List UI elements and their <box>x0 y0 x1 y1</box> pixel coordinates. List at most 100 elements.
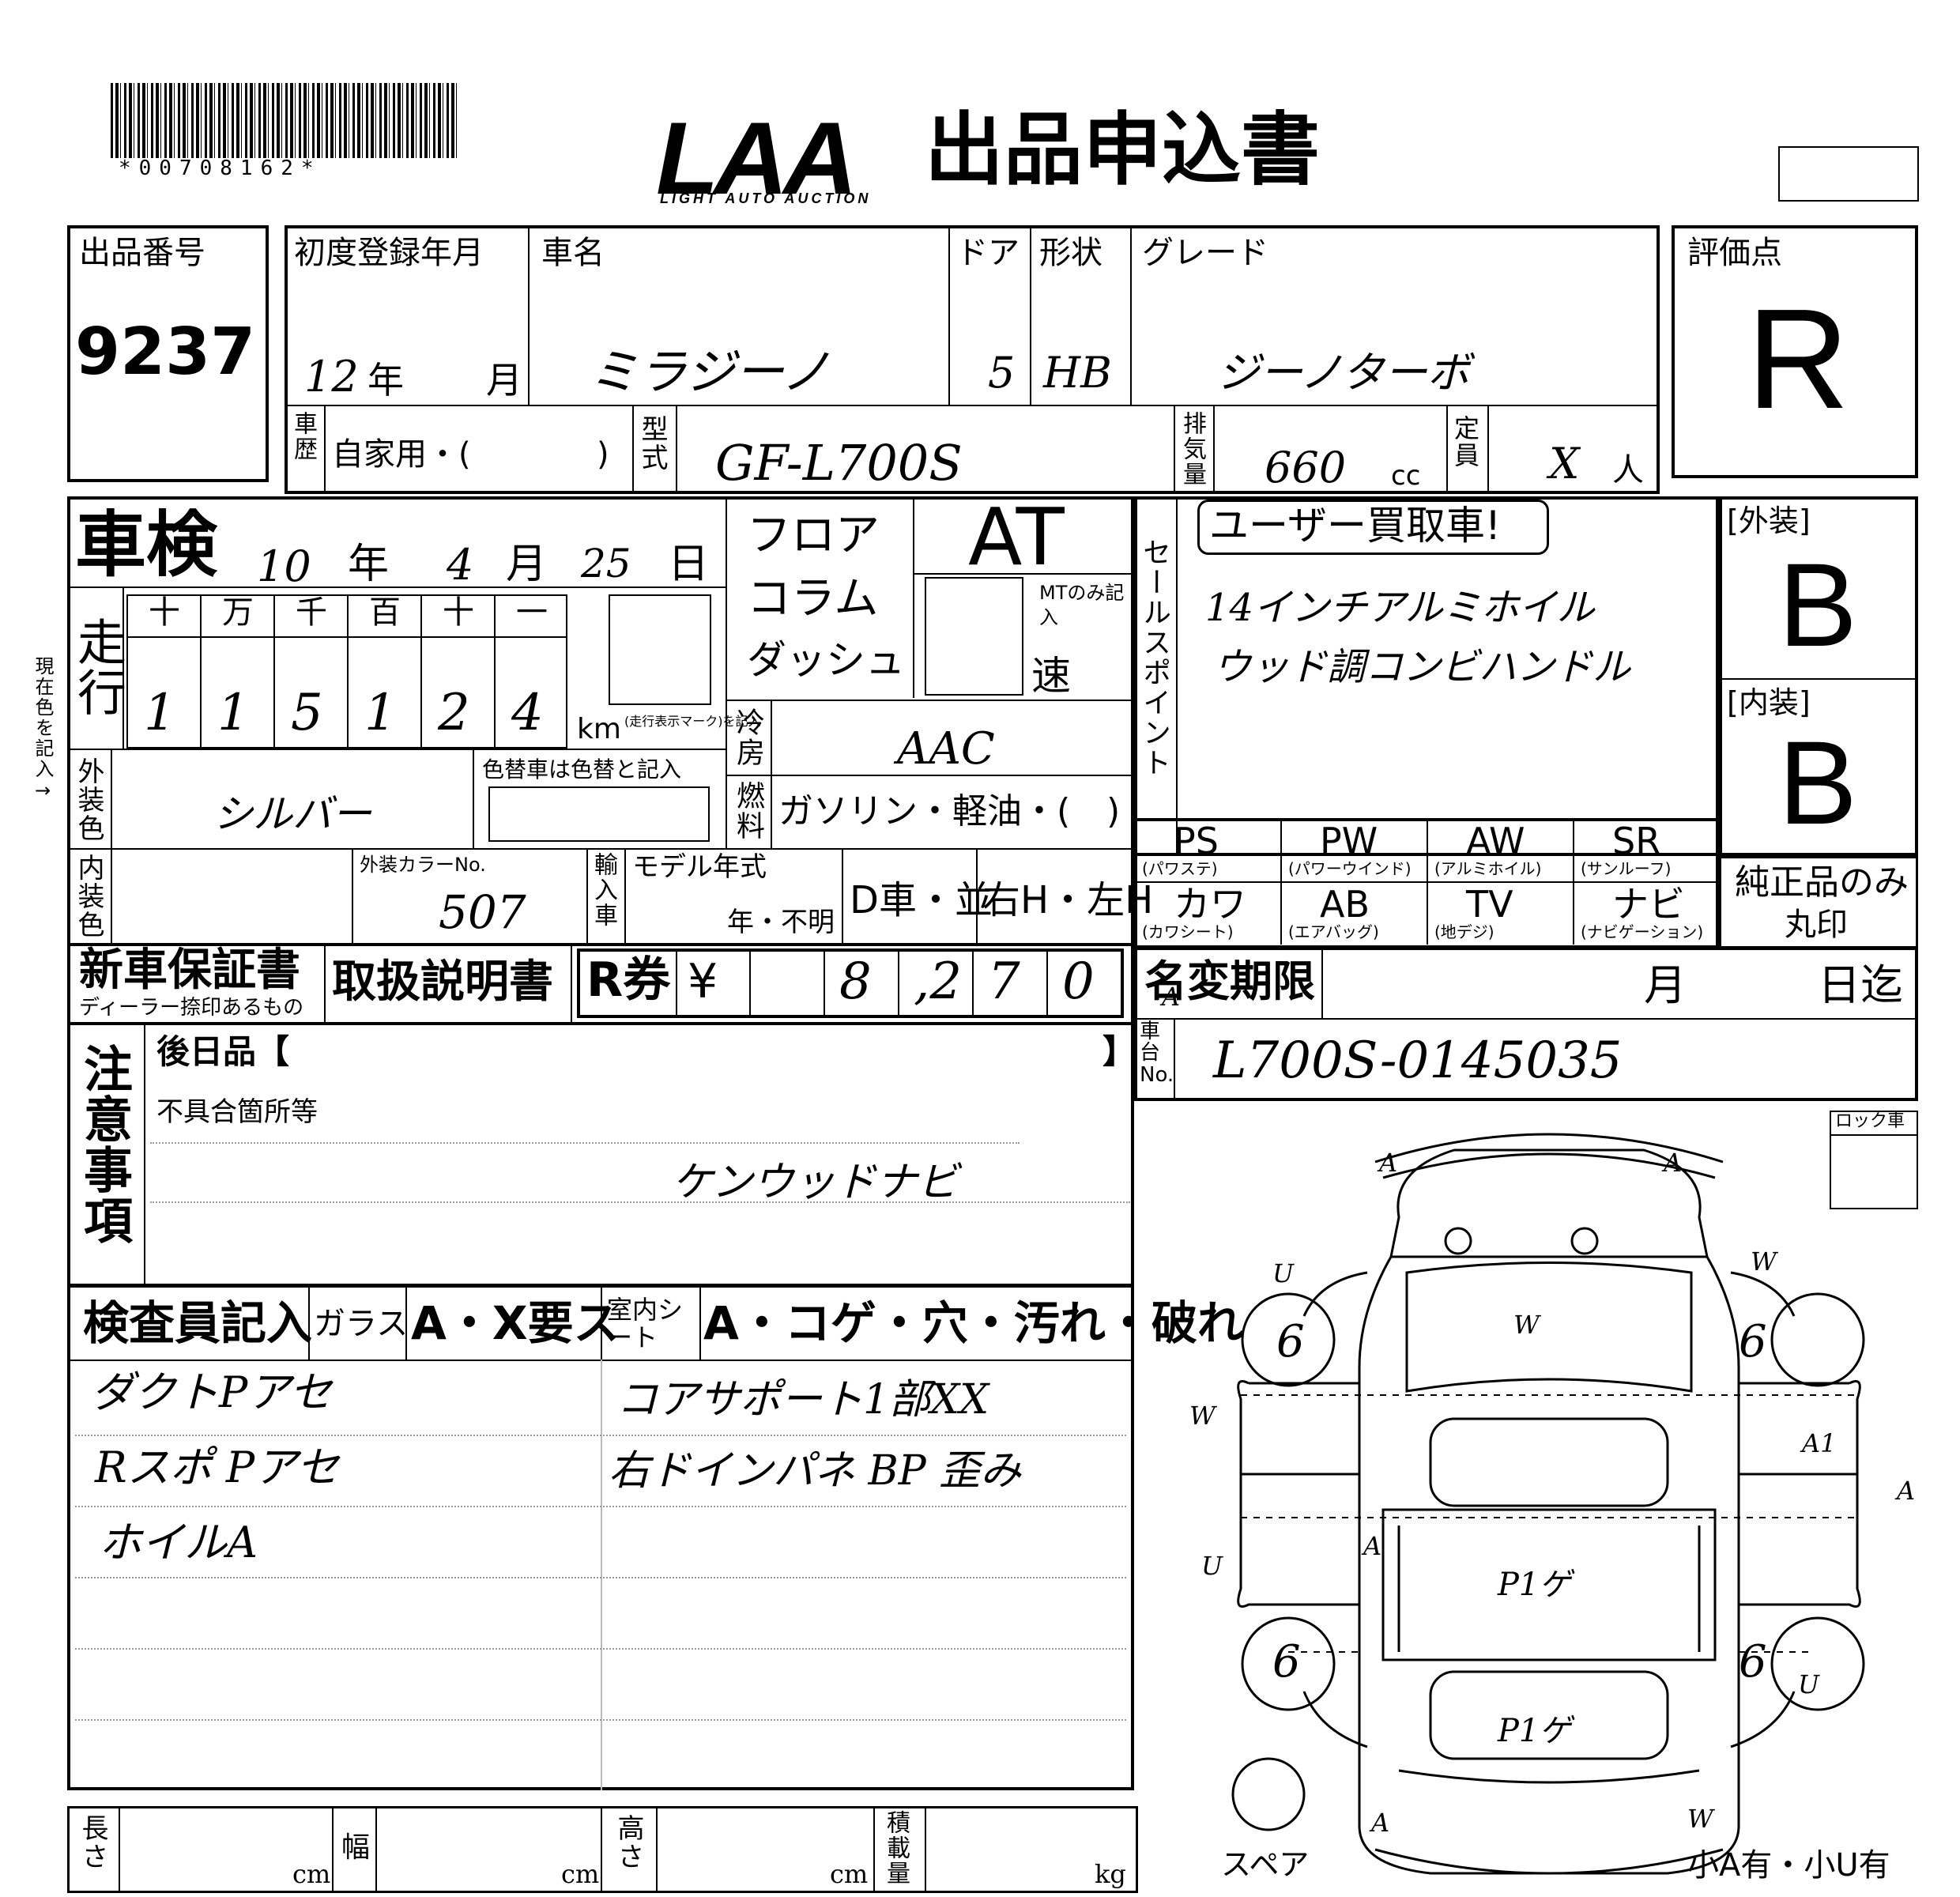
notes-text: ケンウッドナビ <box>672 1159 959 1206</box>
later-items-label: 後日品【 <box>156 1032 290 1071</box>
inspection-label: 車検 <box>75 503 217 586</box>
option-code: カワ <box>1174 883 1246 926</box>
damage-mark: W <box>1513 1310 1540 1340</box>
mileage-header: 一 <box>516 594 548 631</box>
model-value: GF-L700S <box>715 434 963 492</box>
current-color-note: 現在色を記入→ <box>32 656 54 803</box>
load-unit: kg <box>1095 1859 1126 1889</box>
option-code: SR <box>1612 820 1661 862</box>
fuel-value: ガソリン・軽油・( <box>778 791 1071 832</box>
inspection-month: 4 <box>447 540 474 590</box>
repaint-label: 色替車は色替と記入 <box>482 756 682 783</box>
displacement-value: 660 <box>1265 443 1347 492</box>
shift-at: AT <box>968 491 1065 583</box>
history-close: ) <box>597 436 609 473</box>
damage-mark: A <box>1371 1808 1390 1838</box>
mileage-header: 千 <box>296 594 327 631</box>
seat-value: A・コゲ・穴・汚れ・破れ <box>703 1296 1243 1350</box>
damage-mark: U <box>1201 1551 1223 1581</box>
grade-box <box>1719 496 1918 856</box>
genuine-only-line1: 純正品のみ <box>1735 862 1909 903</box>
form-title: 出品申込書 <box>925 104 1320 196</box>
ac-label: 冷房 <box>732 707 764 767</box>
manual-label: 取扱説明書 <box>332 956 553 1008</box>
model-year-suffix: 年・不明 <box>727 907 835 938</box>
door-label: ドア <box>956 235 1020 271</box>
damage-mark: A <box>1379 1148 1398 1178</box>
grade-value: ジーノターボ <box>1217 348 1470 398</box>
height-unit: cm <box>830 1859 869 1889</box>
inspection-year: 10 <box>257 541 311 591</box>
mileage-digit: 2 <box>438 684 470 742</box>
interior-grade-label: [内装] <box>1727 685 1811 720</box>
recycle-digit: ,2 <box>914 952 963 1011</box>
spare-label: スペア <box>1221 1847 1310 1882</box>
damage-mark: W <box>1687 1804 1713 1834</box>
corner-box <box>1778 146 1919 202</box>
score-value: R <box>1747 280 1849 439</box>
damage-mark: A <box>1664 1148 1683 1178</box>
exterior-color-value: シルバー <box>213 791 371 837</box>
repaint-box <box>488 786 710 842</box>
capacity-label: 定員 <box>1450 415 1480 469</box>
notes-label: 注意事項 <box>75 1043 133 1246</box>
defects-label: 不具合箇所等 <box>156 1096 318 1128</box>
later-items-close: 】 <box>1102 1032 1136 1071</box>
tire-depth: 6 <box>1739 1316 1767 1367</box>
barcode-number: *00708162* <box>119 157 322 180</box>
damage-mark: U <box>1272 1258 1294 1288</box>
name-change-day: 日迄 <box>1818 960 1903 1010</box>
name-change-box <box>1134 947 1918 1101</box>
color-no-value: 507 <box>439 885 526 939</box>
history-label: 車歴 <box>289 411 317 462</box>
inspector-note-4: コアサポート1部XX <box>616 1376 989 1424</box>
genuine-only-line2: 丸印 <box>1785 907 1848 943</box>
registration-label: 初度登録年月 <box>294 235 484 271</box>
mileage-header: 万 <box>222 594 254 631</box>
registration-year: 12 <box>304 352 359 402</box>
shape-label: 形状 <box>1039 235 1102 271</box>
diagram-note: P1ゲ <box>1498 1567 1571 1603</box>
tire-depth: 6 <box>1276 1316 1305 1367</box>
car-name-label: 車名 <box>541 235 605 271</box>
listing-number-box <box>67 225 269 482</box>
laa-logo-sub: LIGHT AUTO AUCTION <box>660 190 872 206</box>
damage-mark: A <box>1363 1531 1382 1561</box>
damage-mark: A <box>1897 1476 1916 1506</box>
inspector-note-2: Rスポ Pアセ <box>95 1443 340 1492</box>
option-name: (エアバッグ) <box>1288 922 1379 941</box>
sales-stamp-text: ユーザー買取車! <box>1209 503 1502 549</box>
height-label: 高さ <box>612 1814 644 1871</box>
exterior-color-label: 外装色 <box>73 757 104 843</box>
option-name: (カワシート) <box>1142 922 1234 941</box>
mileage-label: 走行 <box>69 617 126 718</box>
damage-mark: W <box>1751 1246 1777 1277</box>
laa-logo: LAA <box>656 100 858 216</box>
tire-depth: 6 <box>1272 1636 1301 1688</box>
option-name: (パワーウインド) <box>1288 859 1412 878</box>
lock-car-box <box>1830 1111 1918 1209</box>
chassis-value: L700S-0145035 <box>1213 1031 1623 1090</box>
name-change-label: 名変期限 <box>1144 956 1315 1006</box>
mileage-digit: 1 <box>144 684 176 742</box>
width-label: 幅 <box>341 1831 371 1864</box>
mileage-digit: 1 <box>364 684 397 742</box>
warranty-sub: ディーラー捺印あるもの <box>79 996 304 1020</box>
inspector-note-5: 右ドインパネ BP 歪み <box>609 1447 1022 1495</box>
width-unit: cm <box>561 1859 600 1889</box>
inspection-month-unit: 月 <box>506 541 548 588</box>
mt-box <box>925 577 1023 696</box>
listing-number-label: 出品番号 <box>79 235 205 271</box>
option-code: AB <box>1320 883 1370 926</box>
steering: 右H・左H <box>982 878 1154 922</box>
model-year-label: モデル年式 <box>632 851 767 883</box>
mileage-note: (走行表示マーク)を記入 <box>624 714 761 729</box>
shift-floor: フロア <box>747 510 880 561</box>
sales-point-2: ウッド調コンビハンドル <box>1213 645 1631 689</box>
score-label: 評価点 <box>1687 235 1782 271</box>
mileage-header: 十 <box>149 594 180 631</box>
mileage-header: 十 <box>443 594 474 631</box>
shape-value: HB <box>1043 348 1112 398</box>
model-label: 型式 <box>636 415 668 472</box>
option-code: ナビ <box>1612 883 1685 926</box>
